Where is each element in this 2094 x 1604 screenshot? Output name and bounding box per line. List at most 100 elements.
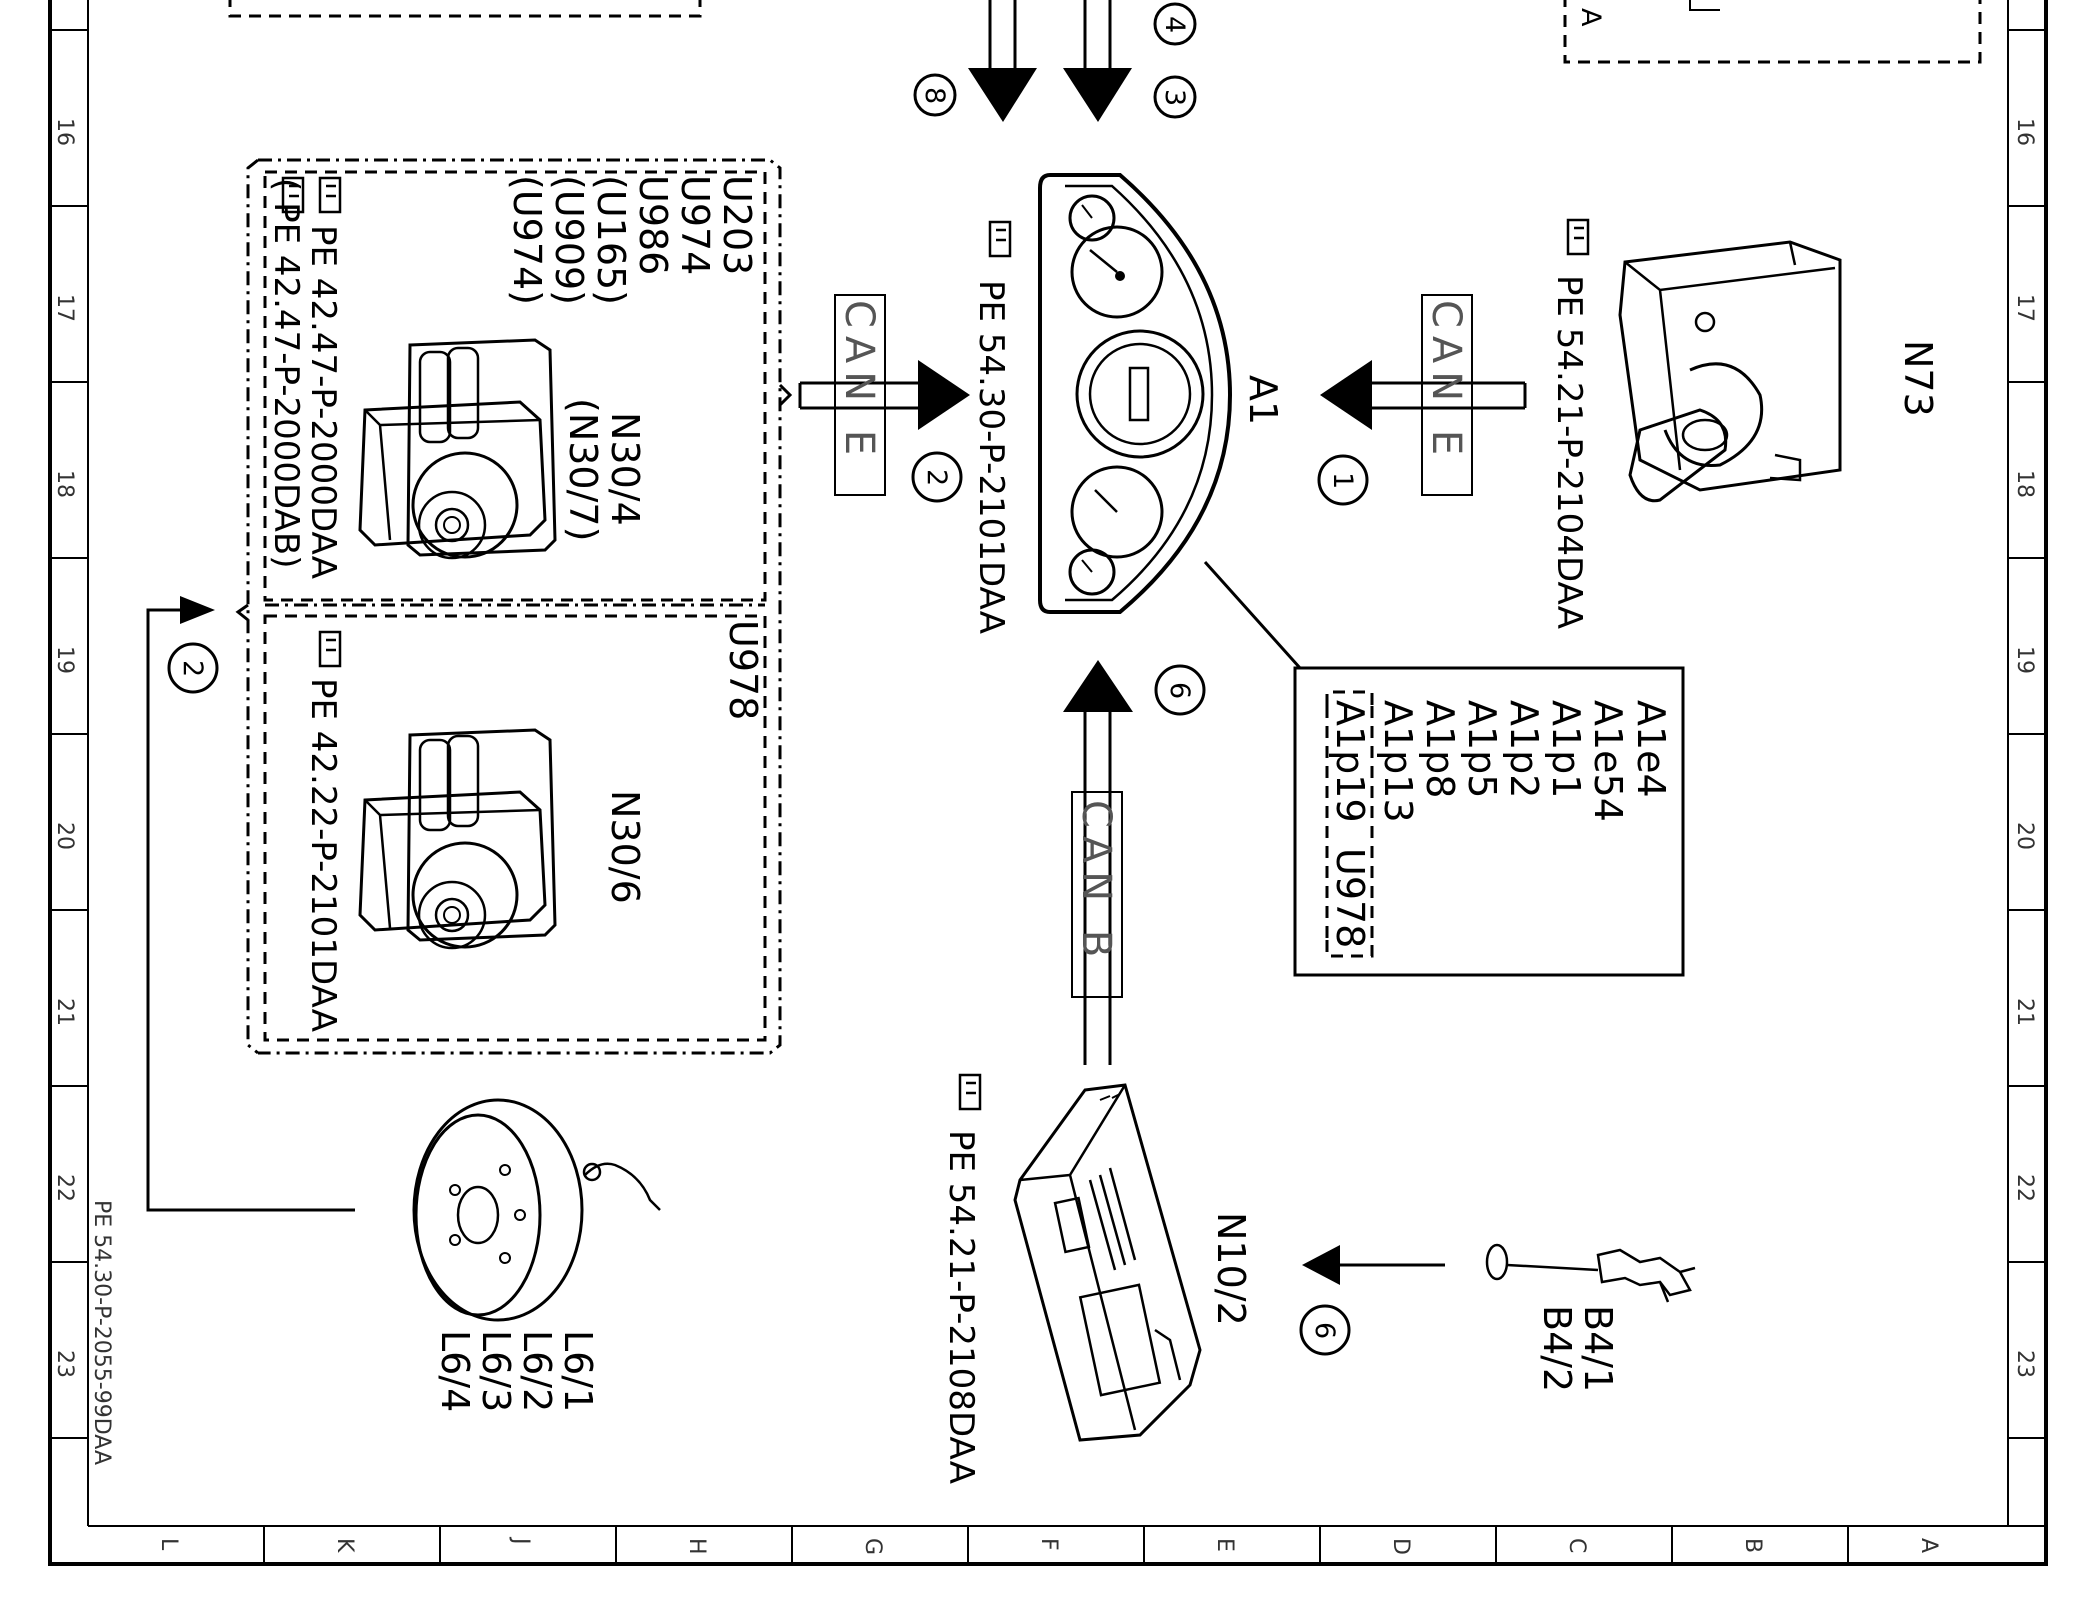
manual-reference-icon xyxy=(958,1073,982,1111)
signal-4: 4 xyxy=(1159,16,1190,33)
col-tick: B xyxy=(1740,1538,1765,1553)
row-tick: 23 xyxy=(2012,1350,2037,1378)
can-b-bus: CAN B 6 xyxy=(1063,660,1206,1065)
signal-1: 1 xyxy=(1327,472,1358,489)
ignition-switch-n73 xyxy=(1618,240,1842,503)
row-tick: 21 xyxy=(2012,998,2037,1026)
n30-6-group: U978 PE 42.22-P-2101DAA N30/6 xyxy=(303,620,765,1032)
n73-ref: PE 54.21-P-2104DAA xyxy=(1549,218,1590,629)
drawing-frame xyxy=(48,0,2048,1566)
n73-reference: PE 54.21-P-2104DAA xyxy=(1549,275,1589,629)
row-tick: 16 xyxy=(52,118,77,146)
abs-unit-n30-4 xyxy=(358,338,557,560)
abs-unit-n30-6 xyxy=(358,728,557,950)
col-tick: D xyxy=(1388,1538,1413,1555)
signal-6a: 6 xyxy=(1164,682,1195,699)
col-tick: K xyxy=(332,1538,357,1553)
row-tick: 17 xyxy=(2012,294,2037,322)
row-tick: 23 xyxy=(52,1350,77,1378)
legend-item: A1e54 xyxy=(1586,700,1630,822)
row-tick: 19 xyxy=(2012,646,2037,674)
row-tick: 22 xyxy=(52,1174,77,1202)
n30-4-label: N30/4 xyxy=(603,412,647,526)
n10-2-label: N10/2 xyxy=(1209,1212,1253,1326)
n30-6-label: N30/6 xyxy=(603,790,647,904)
wheel-id: L6/4 xyxy=(433,1330,477,1412)
n10-2-ref: PE 54.21-P-2108DAA xyxy=(941,1073,982,1484)
n30-4-group: U203 U974 U986 (U165) (U909) (U974) PE 4… xyxy=(235,158,793,1055)
partial-letter: A xyxy=(1575,8,1606,27)
sensor-id: B4/1 xyxy=(1576,1305,1620,1392)
row-tick: 22 xyxy=(2012,1174,2037,1202)
row-tick: 20 xyxy=(2012,822,2037,850)
fuel-sensor-b4: 6 xyxy=(1299,1243,1696,1356)
incoming-arrows-top: 8 3 4 xyxy=(913,0,1197,122)
legend-item: A1p1 xyxy=(1544,700,1588,798)
manual-reference-icon xyxy=(318,630,342,668)
row-ticks-right: 16 17 18 19 20 21 22 23 xyxy=(2012,118,2037,1378)
row-tick: 18 xyxy=(2012,470,2037,498)
row-tick: 19 xyxy=(52,646,77,674)
a1-label: A1 xyxy=(1241,375,1285,425)
row-tick: 18 xyxy=(52,470,77,498)
manual-reference-icon xyxy=(1566,218,1590,256)
signal-2b: 2 xyxy=(177,660,208,677)
n10-2-reference: PE 54.21-P-2108DAA xyxy=(941,1130,981,1484)
wheel-signal-line: 2 xyxy=(146,596,355,1212)
n30-4-reference-1: PE 42.47-P-2000DAA xyxy=(303,225,343,579)
n30-4-variant: (U165) xyxy=(589,175,633,305)
n30-4-variant: U203 xyxy=(715,175,759,275)
signal-6b: 6 xyxy=(1309,1322,1340,1339)
can-e-label-right: CAN E xyxy=(1423,300,1469,463)
col-tick: C xyxy=(1564,1538,1589,1553)
n30-4-alt-label: (N30/7) xyxy=(561,398,605,541)
document-id: PE 54.30-P-2055-99DAA xyxy=(89,1200,114,1465)
manual-reference-icon xyxy=(318,176,342,214)
n30-4-variant: U974 xyxy=(673,175,717,275)
n30-6-variant: U978 xyxy=(721,620,765,720)
wheel-id: L6/3 xyxy=(474,1330,518,1412)
can-b-label: CAN B xyxy=(1073,800,1119,965)
can-e-bus-left: CAN E 2 xyxy=(798,294,970,503)
n30-4-variant: (U974) xyxy=(505,175,549,305)
row-tick: 20 xyxy=(52,822,77,850)
col-tick: J xyxy=(508,1536,533,1545)
row-tick: 21 xyxy=(52,998,77,1026)
legend-item-last: A1p19 xyxy=(1328,700,1372,823)
legend-item: A1p8 xyxy=(1418,700,1462,798)
row-tick: 17 xyxy=(52,294,77,322)
col-tick: A xyxy=(1916,1538,1941,1553)
sensor-id: B4/2 xyxy=(1535,1305,1579,1392)
col-ticks: L K J H G F E D C B A xyxy=(156,1536,1941,1555)
wheel-id: L6/1 xyxy=(556,1330,600,1412)
legend-variant: U978 xyxy=(1328,848,1372,948)
n73-label: N73 xyxy=(1896,340,1940,417)
col-tick: L xyxy=(156,1538,181,1551)
can-e-label-left: CAN E xyxy=(836,300,882,463)
signal-3: 3 xyxy=(1159,89,1190,106)
legend-item: A1e4 xyxy=(1629,700,1673,798)
row-ticks-left: 16 17 18 19 20 21 22 23 xyxy=(52,118,77,1378)
sam-module-n10-2 xyxy=(1013,1083,1202,1442)
manual-reference-icon xyxy=(988,220,1012,258)
manual-reference-icon xyxy=(281,176,305,214)
signal-8: 8 xyxy=(919,87,950,104)
legend-item: A1p2 xyxy=(1502,700,1546,798)
col-tick: G xyxy=(860,1538,885,1555)
col-tick: E xyxy=(1212,1538,1237,1552)
col-tick: H xyxy=(684,1538,709,1555)
n30-6-reference: PE 42.22-P-2101DAA xyxy=(303,678,343,1032)
brake-disc-sensor xyxy=(412,1098,661,1322)
a1-reference: PE 54.30-P-2101DAA xyxy=(971,280,1011,634)
n30-4-reference-2: ( PE 42.47-P-2000DAB) xyxy=(266,178,306,568)
a1-ref: PE 54.30-P-2101DAA xyxy=(971,220,1012,634)
a1-legend-box: A1e4 A1e54 A1p1 A1p2 A1p5 A1p8 A1p13 A1p… xyxy=(1293,666,1685,977)
n30-4-variant: (U909) xyxy=(547,175,591,305)
legend-item: A1p5 xyxy=(1460,700,1504,798)
col-tick: F xyxy=(1036,1538,1061,1551)
can-e-bus-right: CAN E 1 xyxy=(1317,294,1527,506)
n30-4-variant: U986 xyxy=(631,175,675,275)
partial-dashed-box-top-left xyxy=(228,0,702,18)
